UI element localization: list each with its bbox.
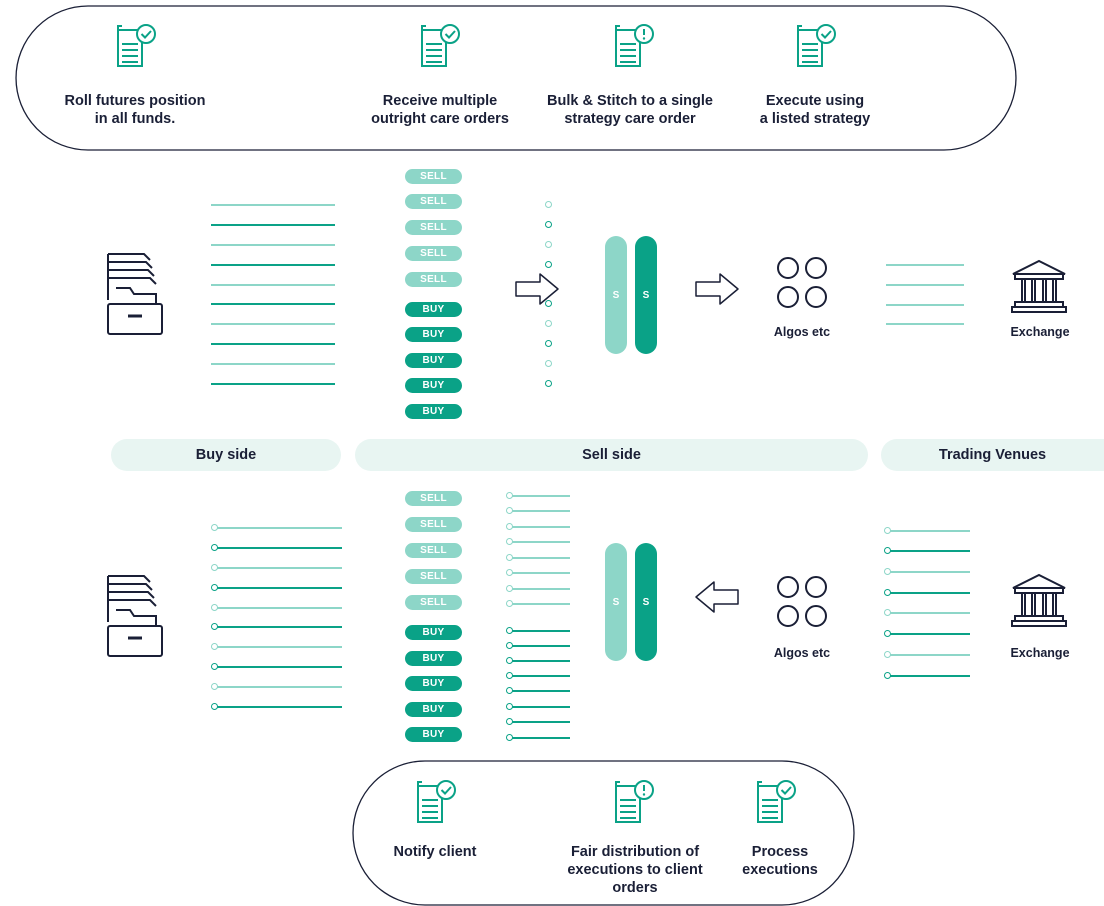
sell-order-pill: SELL: [405, 246, 462, 261]
buy-order-pill: BUY: [405, 327, 462, 342]
document-check-icon: [790, 22, 838, 77]
bank-building-icon: [1010, 258, 1068, 321]
document-check-icon: [410, 778, 458, 833]
strategy-bar-dark: S: [635, 543, 657, 661]
document-alert-icon: [608, 22, 656, 77]
filing-cabinet-icon: [104, 572, 166, 667]
filing-cabinet-icon: [104, 250, 166, 345]
exchange-label: Exchange: [1010, 325, 1070, 339]
bank-building-icon: [1010, 572, 1068, 635]
sell-order-pill: SELL: [405, 194, 462, 209]
sell-side-band: Sell side: [355, 439, 868, 471]
arrow-left-icon: [694, 580, 740, 619]
top-step-1-label: Roll futures position in all funds.: [64, 93, 206, 127]
sell-order-pill: SELL: [405, 169, 462, 184]
document-check-icon: [110, 22, 158, 77]
arrow-right-icon: [514, 272, 560, 311]
top-step-4-label: Execute using a listed strategy: [759, 93, 871, 127]
sell-order-pill: SELL: [405, 595, 462, 610]
document-alert-icon: [608, 778, 656, 833]
algos-label: Algos etc: [773, 325, 831, 339]
trading-venues-band: Trading Venues: [881, 439, 1104, 471]
strategy-bar-dark: S: [635, 236, 657, 354]
buy-order-pill: BUY: [405, 404, 462, 419]
sell-order-pill: SELL: [405, 569, 462, 584]
document-check-icon: [750, 778, 798, 833]
buy-order-pill: BUY: [405, 378, 462, 393]
sell-order-pill: SELL: [405, 220, 462, 235]
buy-side-band: Buy side: [111, 439, 341, 471]
algos-circles-icon: [774, 255, 830, 316]
algos-label: Algos etc: [773, 646, 831, 660]
exchange-label: Exchange: [1010, 646, 1070, 660]
bottom-step-2-label: Fair distribution of executions to clien…: [567, 844, 703, 896]
sell-order-pill: SELL: [405, 543, 462, 558]
top-step-3-label: Bulk & Stitch to a single strategy care …: [547, 93, 713, 127]
bottom-step-1-label: Notify client: [393, 844, 477, 860]
arrow-right-icon: [694, 272, 740, 311]
algos-circles-icon: [774, 574, 830, 635]
buy-order-pill: BUY: [405, 676, 462, 691]
buy-order-pill: BUY: [405, 651, 462, 666]
sell-order-pill: SELL: [405, 491, 462, 506]
strategy-bar-light: S: [605, 543, 627, 661]
bottom-step-3-label: Process executions: [742, 844, 818, 878]
buy-order-pill: BUY: [405, 702, 462, 717]
strategy-bar-light: S: [605, 236, 627, 354]
buy-order-pill: BUY: [405, 727, 462, 742]
document-check-icon: [414, 22, 462, 77]
buy-order-pill: BUY: [405, 625, 462, 640]
buy-order-pill: BUY: [405, 302, 462, 317]
top-step-2-label: Receive multiple outright care orders: [371, 93, 509, 127]
sell-order-pill: SELL: [405, 517, 462, 532]
sell-order-pill: SELL: [405, 272, 462, 287]
buy-order-pill: BUY: [405, 353, 462, 368]
